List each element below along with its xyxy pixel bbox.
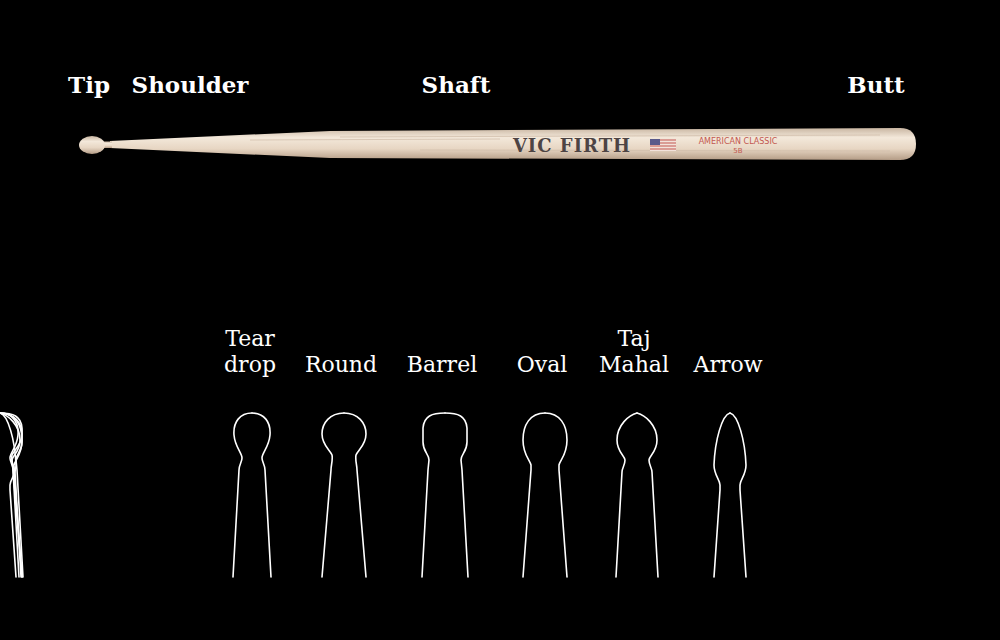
teardrop-left	[233, 413, 252, 577]
tip-shapes	[0, 413, 23, 577]
model-print: AMERICAN CLASSIC	[699, 137, 778, 146]
stick-body	[110, 128, 916, 160]
tip-shape-set	[233, 413, 746, 577]
round-left	[322, 413, 344, 577]
stick-tip	[79, 136, 105, 154]
oval-outline	[0, 413, 22, 577]
flag-ground	[650, 139, 676, 151]
tip-shape-name: Arrow	[694, 352, 763, 378]
tip-shape-name: Barrel	[407, 352, 477, 378]
tajmahal-right	[637, 413, 658, 577]
drumstick	[79, 128, 916, 160]
tip-shape-name: Taj Mahal	[593, 326, 675, 378]
part-name: Shaft	[422, 71, 491, 99]
tajmahal-outline	[0, 413, 21, 577]
flag-stripes	[650, 140, 676, 149]
flag-print	[650, 139, 676, 151]
tajmahal-left	[616, 413, 637, 577]
arrow-left	[714, 413, 730, 577]
tip-shape-name: Oval	[517, 352, 568, 378]
oval-right	[545, 413, 567, 577]
oval-left	[523, 413, 545, 577]
brand-print: VIC FIRTH	[513, 136, 631, 156]
tip-shape-name: Round	[305, 352, 377, 378]
arrow-outline	[0, 413, 16, 577]
part-name: Shoulder	[132, 71, 249, 99]
part-name: Tip	[68, 71, 110, 99]
barrel-right	[445, 413, 468, 577]
model-print: 5B	[733, 147, 742, 155]
tip-shape-name: Tear drop	[215, 326, 285, 378]
flag-canton	[650, 139, 660, 145]
teardrop-right	[252, 413, 271, 577]
round-outline	[0, 413, 22, 577]
arrow-right	[730, 413, 746, 577]
barrel-left	[422, 413, 445, 577]
round-right	[344, 413, 366, 577]
part-name: Butt	[847, 71, 904, 99]
barrel-outline	[0, 413, 23, 577]
